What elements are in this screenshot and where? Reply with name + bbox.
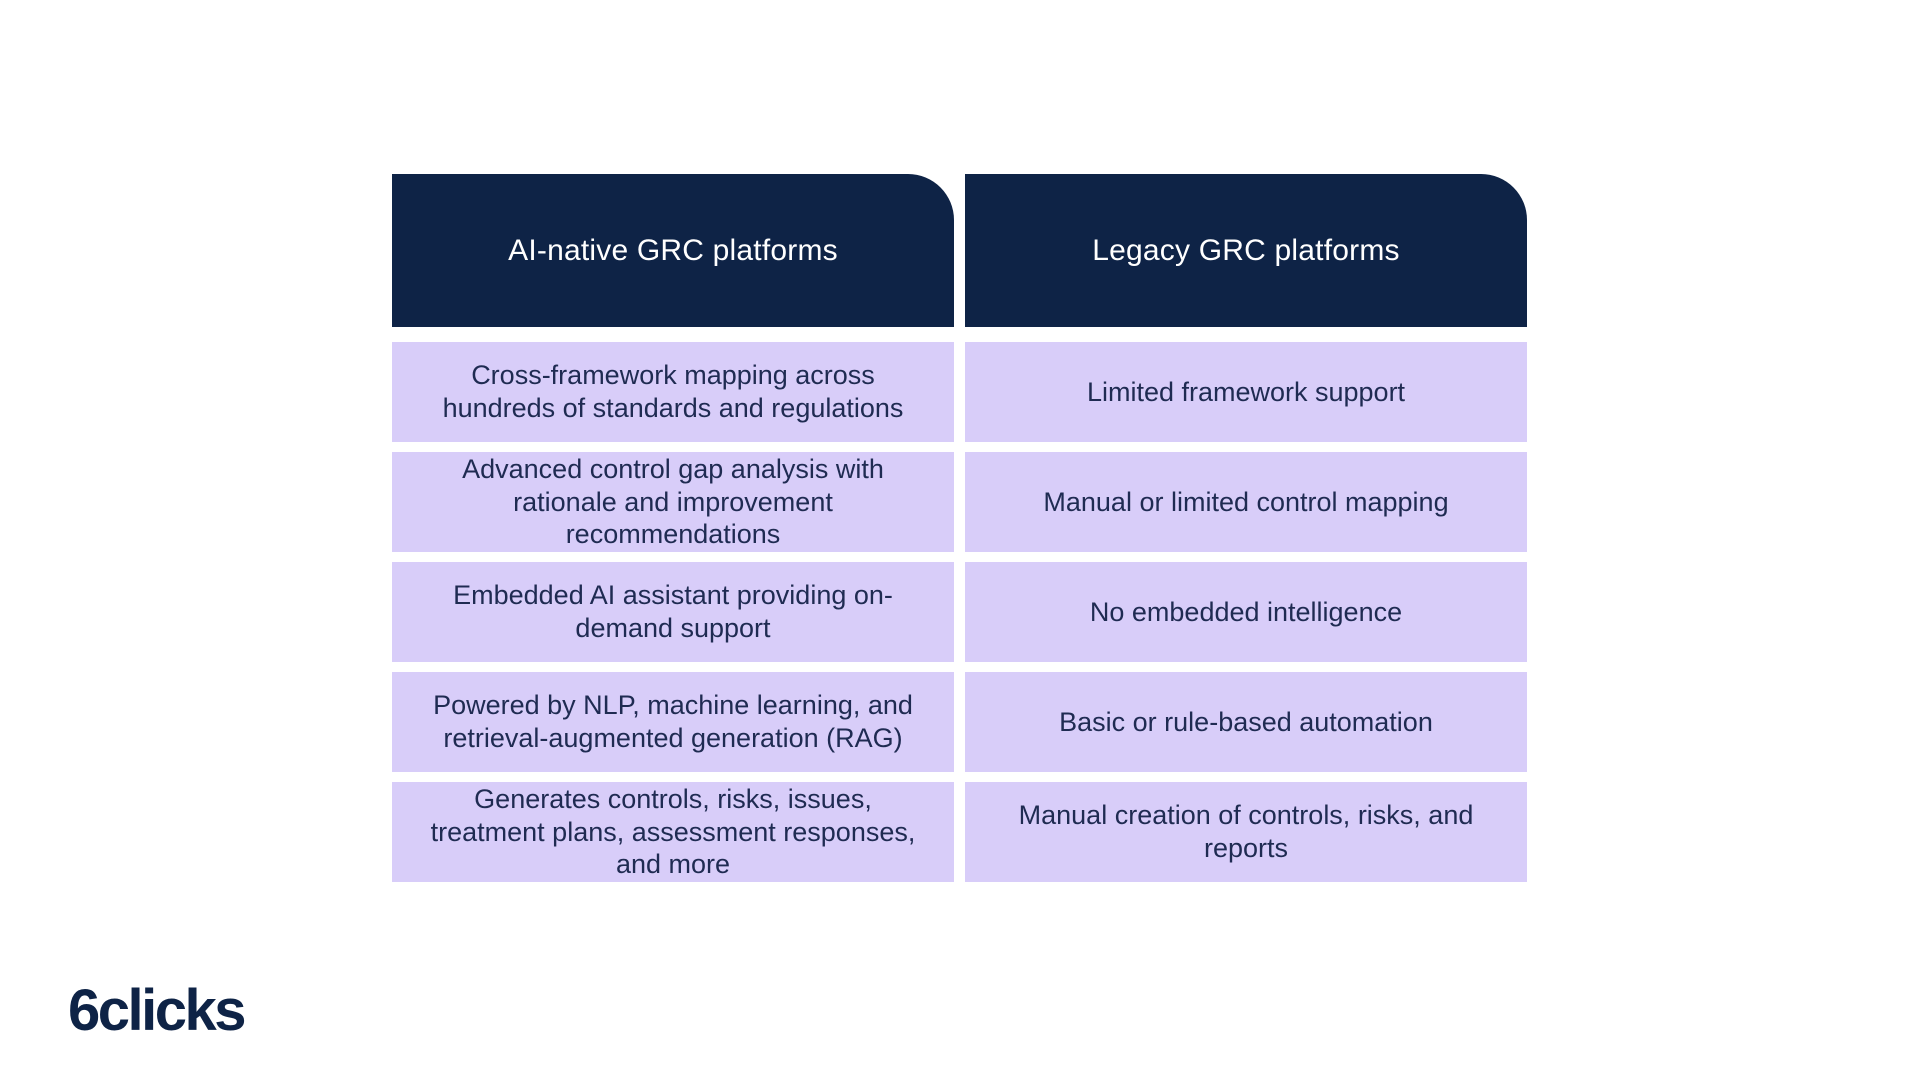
ai-native-feature-cell: Embedded AI assistant providing on-deman… (392, 562, 954, 662)
ai-native-feature-cell: Cross-framework mapping across hundreds … (392, 342, 954, 442)
ai-native-feature-cell: Generates controls, risks, issues, treat… (392, 782, 954, 882)
legacy-feature-cell: No embedded intelligence (965, 562, 1527, 662)
legacy-feature-cell: Manual creation of controls, risks, and … (965, 782, 1527, 882)
column-header-ai-native: AI-native GRC platforms (392, 174, 954, 327)
legacy-feature-cell: Manual or limited control mapping (965, 452, 1527, 552)
6clicks-logo: 6clicks (68, 978, 247, 1043)
ai-native-feature-cell: Powered by NLP, machine learning, and re… (392, 672, 954, 772)
column-header-legacy: Legacy GRC platforms (965, 174, 1527, 327)
comparison-table: AI-native GRC platforms Legacy GRC platf… (392, 174, 1527, 882)
ai-native-feature-cell: Advanced control gap analysis with ratio… (392, 452, 954, 552)
table-header-row: AI-native GRC platforms Legacy GRC platf… (392, 174, 1527, 327)
table-body: Cross-framework mapping across hundreds … (392, 342, 1527, 882)
legacy-feature-cell: Limited framework support (965, 342, 1527, 442)
legacy-feature-cell: Basic or rule-based automation (965, 672, 1527, 772)
